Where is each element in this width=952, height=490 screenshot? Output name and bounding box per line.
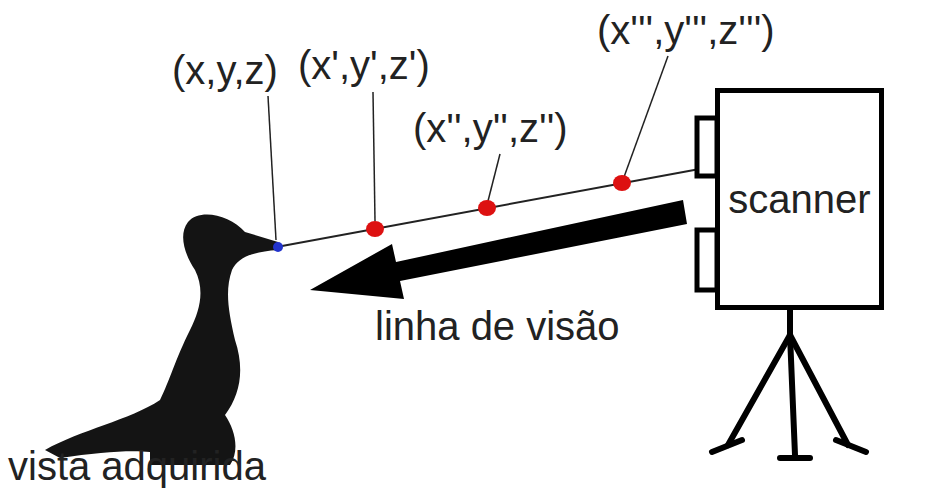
arrow-label: linha de visão [375,306,620,346]
leader-line [373,92,375,221]
scanner-box: scanner [715,88,884,310]
tripod [712,307,866,458]
coordinate-label: (x''',y''',z''') [597,10,775,50]
scanner-tab [697,230,717,290]
coordinate-label: (x'',y'',z'') [413,108,568,148]
scanner-tab [697,118,717,176]
direction-arrow [310,200,687,299]
leader-line [268,96,276,240]
coordinate-label: (x,y,z) [172,50,278,90]
coordinate-label: (x',y',z') [298,45,430,85]
point-marker [273,242,283,252]
figure-label: vista adquirida [8,446,266,486]
bird-figure [45,215,278,465]
point-marker [366,221,384,237]
node-label: scanner [728,179,870,219]
point-marker [613,175,631,191]
leader-line [488,154,500,201]
point-marker [478,200,496,216]
leader-line [624,56,668,177]
